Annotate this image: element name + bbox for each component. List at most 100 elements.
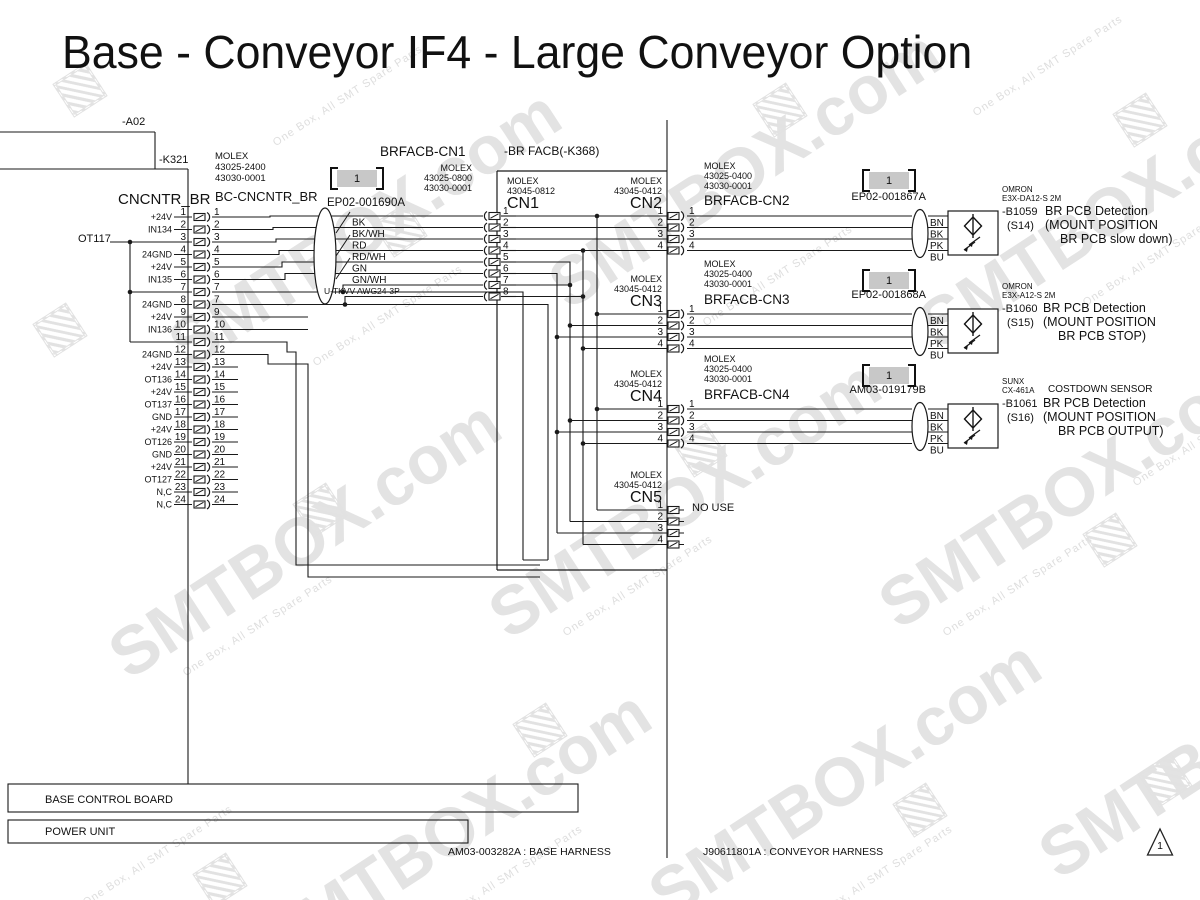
wire bbox=[490, 213, 499, 219]
pin-socket-icon bbox=[206, 424, 211, 435]
pin-number-left: 5 bbox=[180, 257, 186, 268]
wire bbox=[490, 247, 499, 254]
wire bbox=[335, 257, 351, 280]
wire bbox=[195, 264, 204, 270]
wire bbox=[230, 341, 540, 566]
pin-number-left: 4 bbox=[180, 245, 186, 256]
wire bbox=[195, 489, 204, 495]
pin-socket-icon bbox=[206, 274, 211, 285]
pin-socket-icon bbox=[206, 449, 211, 460]
pin-socket-icon bbox=[206, 399, 211, 410]
wire bbox=[195, 451, 204, 458]
pin-number-left: 20 bbox=[175, 445, 187, 456]
pin-number-left: 12 bbox=[175, 345, 187, 356]
wire bbox=[230, 272, 483, 281]
sensor-wire-color-label: BN bbox=[930, 218, 944, 229]
wire bbox=[490, 259, 499, 265]
pin-socket-icon bbox=[483, 222, 488, 233]
pin-signal-label: OT137 bbox=[144, 400, 172, 410]
wire bbox=[669, 213, 678, 219]
junction-dot bbox=[580, 294, 586, 299]
pin-socket-icon bbox=[206, 299, 211, 310]
pin-socket-icon bbox=[483, 245, 488, 256]
pin-signal-label: +24V bbox=[151, 462, 172, 472]
wire bbox=[490, 293, 499, 300]
pin-socket-icon bbox=[206, 349, 211, 360]
sensor-wire-color-label: BN bbox=[930, 316, 944, 327]
cn-pin-number: 3 bbox=[657, 229, 663, 240]
wire bbox=[230, 295, 483, 306]
wire bbox=[195, 276, 204, 283]
wire bbox=[669, 530, 678, 536]
pin-number-left: 21 bbox=[175, 457, 187, 468]
wire bbox=[195, 289, 204, 295]
sensor-wire-color-label: BK bbox=[930, 328, 944, 339]
pin-number-right: 24 bbox=[214, 495, 226, 506]
pin-socket-icon bbox=[483, 210, 488, 222]
wire bbox=[516, 261, 571, 522]
pin-number-right: 14 bbox=[214, 370, 226, 381]
wire bbox=[195, 301, 204, 308]
wire bbox=[195, 364, 204, 370]
pin-signal-label: IN134 bbox=[148, 225, 172, 235]
wire-color-label: RD/WH bbox=[352, 252, 386, 263]
pin-signal-label: +24V bbox=[151, 262, 172, 272]
pin-signal-label: OT126 bbox=[144, 437, 172, 447]
wire bbox=[669, 406, 678, 412]
pin-signal-label: 24GND bbox=[142, 250, 173, 260]
pin-number-right: 7 bbox=[214, 282, 220, 293]
pin-number-right: 3 bbox=[214, 232, 220, 243]
pin-socket-icon bbox=[206, 224, 211, 235]
cn1-pin-number: 2 bbox=[503, 218, 509, 229]
pin-socket-icon bbox=[206, 324, 211, 335]
cn-pin-number: 2 bbox=[657, 411, 663, 422]
brfacb-pin-number: 4 bbox=[689, 434, 695, 445]
sensor-wire-color-label: PK bbox=[930, 434, 944, 445]
pin-signal-label: IN136 bbox=[148, 325, 172, 335]
cn1-pin-number: 5 bbox=[503, 252, 509, 263]
pin-signal-label: +24V bbox=[151, 387, 172, 397]
pin-number-left: 6 bbox=[180, 270, 186, 281]
pin-number-left: 9 bbox=[180, 307, 186, 318]
wire bbox=[230, 284, 483, 293]
wire bbox=[195, 326, 204, 333]
pin-signal-label: GND bbox=[152, 450, 173, 460]
pin-number-right: 6 bbox=[214, 270, 220, 281]
sensor-wire-color-label: PK bbox=[930, 241, 944, 252]
cn-pin-number: 1 bbox=[657, 399, 663, 410]
pin-number-left: 23 bbox=[175, 482, 187, 493]
pin-socket-icon bbox=[680, 222, 685, 233]
wire bbox=[195, 501, 204, 508]
cn-pin-number: 3 bbox=[657, 422, 663, 433]
pin-number-left: 18 bbox=[175, 420, 187, 431]
cn1-pin-number: 4 bbox=[503, 241, 509, 252]
sensor-wire-color-label: BU bbox=[930, 253, 944, 264]
wire bbox=[335, 234, 351, 257]
pin-number-right: 5 bbox=[214, 257, 220, 268]
wire bbox=[195, 226, 204, 233]
pin-socket-icon bbox=[680, 415, 685, 426]
wire bbox=[230, 261, 483, 268]
pin-number-right: 2 bbox=[214, 220, 220, 231]
cn1-pin-number: 6 bbox=[503, 264, 509, 275]
pin-number-right: 10 bbox=[214, 320, 226, 331]
pin-number-right: 15 bbox=[214, 382, 226, 393]
wire bbox=[195, 414, 204, 420]
brfacb-pin-number: 2 bbox=[689, 218, 695, 229]
brfacb-pin-number: 1 bbox=[689, 304, 695, 315]
wire-color-label: GN/WH bbox=[352, 275, 386, 286]
beam-arrow-icon bbox=[964, 247, 968, 252]
cn-pin-number: 4 bbox=[657, 339, 663, 350]
pin-socket-icon bbox=[206, 486, 211, 498]
sensor-wire-color-label: BU bbox=[930, 446, 944, 457]
pin-socket-icon bbox=[483, 291, 488, 302]
wire-color-label: BK bbox=[352, 218, 366, 229]
cn5-pin-number: 2 bbox=[657, 512, 663, 523]
wire bbox=[195, 314, 204, 320]
pin-number-right: 17 bbox=[214, 407, 226, 418]
sensor-wire-color-label: PK bbox=[930, 339, 944, 350]
cn-pin-number: 2 bbox=[657, 218, 663, 229]
wire bbox=[195, 239, 204, 245]
pin-socket-icon bbox=[206, 336, 211, 348]
